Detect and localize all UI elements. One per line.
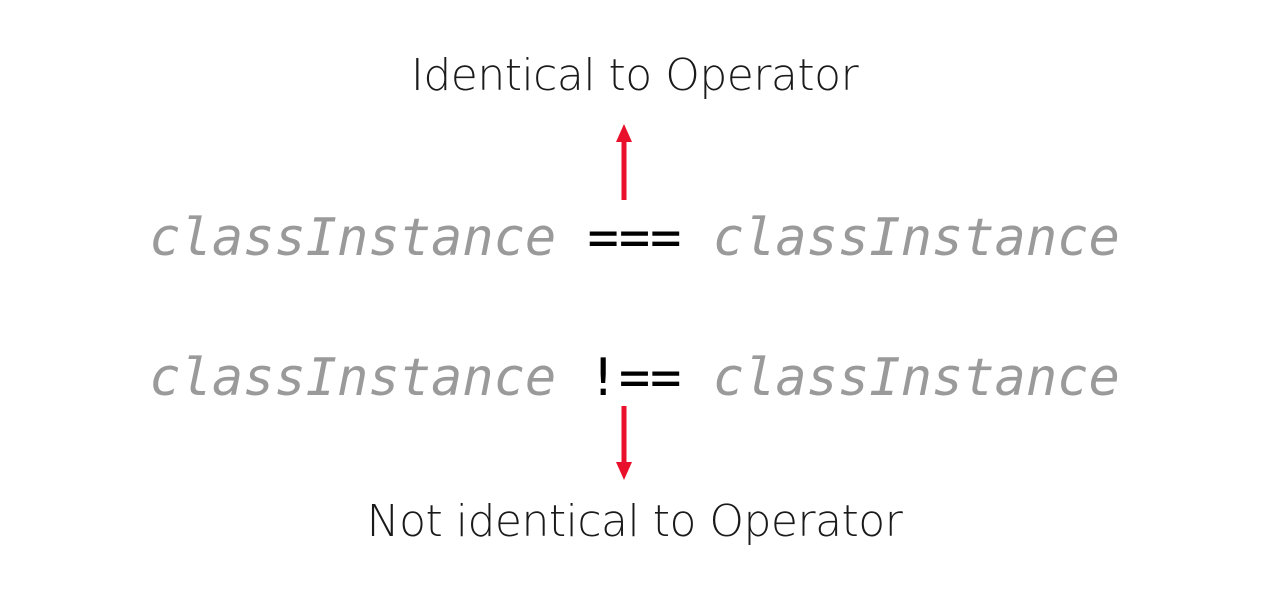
- strict-equality-expression: classInstance === classInstance: [0, 206, 1269, 270]
- left-operand: classInstance: [149, 208, 557, 268]
- strict-equal-operator: ===: [587, 208, 682, 268]
- right-operand: classInstance: [712, 348, 1120, 408]
- right-operand: classInstance: [712, 208, 1120, 268]
- strict-not-equal-operator: !==: [587, 348, 682, 408]
- arrow-down-icon: [616, 406, 632, 480]
- left-operand: classInstance: [149, 348, 557, 408]
- not-identical-operator-label: Not identical to Operator: [366, 496, 903, 547]
- arrow-up-icon: [616, 124, 632, 200]
- strict-inequality-expression: classInstance !== classInstance: [0, 346, 1269, 410]
- identical-operator-label: Identical to Operator: [410, 50, 859, 101]
